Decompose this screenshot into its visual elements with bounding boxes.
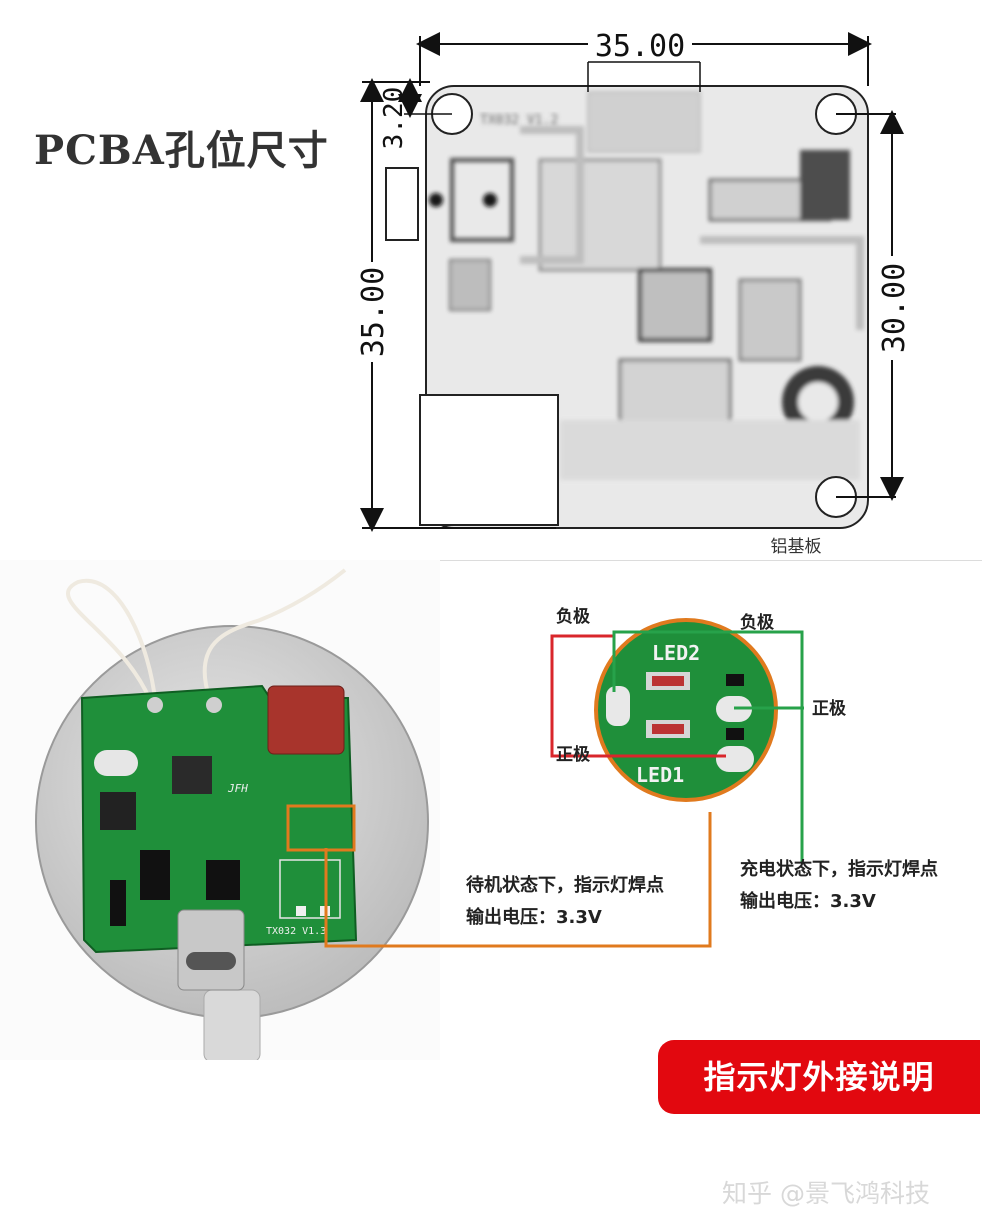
section-divider xyxy=(300,560,982,561)
positive-label-right: 正极 xyxy=(812,699,846,719)
dimension-top-width: 35.00 xyxy=(595,29,685,64)
page-title: PCBA孔位尺寸 xyxy=(34,127,329,174)
ic-chip xyxy=(172,756,212,794)
led1-silk-label: LED1 xyxy=(636,763,684,787)
charging-note: 充电状态下，指示灯焊点 输出电压：3.3V xyxy=(740,854,938,918)
dimension-drawing: TX032 V1.2 35.00 35.00 3.20 30.00 铝基板 xyxy=(356,29,912,557)
positive-label-left: 正极 xyxy=(556,745,590,765)
led2-silk-label: LED2 xyxy=(652,641,700,665)
standby-note: 待机状态下，指示灯焊点 输出电压：3.3V xyxy=(466,870,664,934)
negative-label-right: 负极 xyxy=(740,613,774,633)
negative-label-left: 负极 xyxy=(556,607,590,627)
connector-block xyxy=(419,394,559,526)
red-capacitor xyxy=(267,685,345,755)
standby-note-line-1: 待机状态下，指示灯焊点 xyxy=(466,875,664,896)
pcb-silk-brand: JFH xyxy=(227,782,248,795)
watermark: 知乎 @景飞鸿科技 xyxy=(722,1179,930,1208)
zoom-circle-border xyxy=(594,618,778,802)
led-area-highlight xyxy=(286,804,356,852)
coil-wire-right xyxy=(202,568,347,701)
charging-note-line-1: 充电状态下，指示灯焊点 xyxy=(740,859,938,880)
coil-wire-left xyxy=(66,578,157,701)
charging-wire xyxy=(612,630,804,862)
board-material-label: 铝基板 xyxy=(771,537,822,557)
dimension-right-height: 30.00 xyxy=(877,263,912,353)
blurred-pcb-traces xyxy=(429,91,864,480)
led-instructions-banner: 指示灯外接说明 xyxy=(658,1040,980,1114)
disc-tab xyxy=(203,989,261,1060)
charging-note-line-2: 输出电压：3.3V xyxy=(740,891,876,912)
zoom-leader-line xyxy=(324,812,712,948)
pcb-photo: TX032 V1.3 JFH LED2 LED1 xyxy=(0,560,804,1060)
dimension-left-height: 35.00 xyxy=(356,267,391,357)
dimension-hole-offset: 3.20 xyxy=(379,87,409,150)
side-block xyxy=(385,167,419,241)
pcb-silk-label: TX032 V1.2 xyxy=(480,113,558,128)
zoom-circle: LED2 LED1 xyxy=(596,620,776,800)
pcb-silk-version: TX032 V1.3 xyxy=(266,926,326,937)
standby-note-line-2: 输出电压：3.3V xyxy=(466,907,602,928)
usb-c-connector xyxy=(177,909,245,991)
